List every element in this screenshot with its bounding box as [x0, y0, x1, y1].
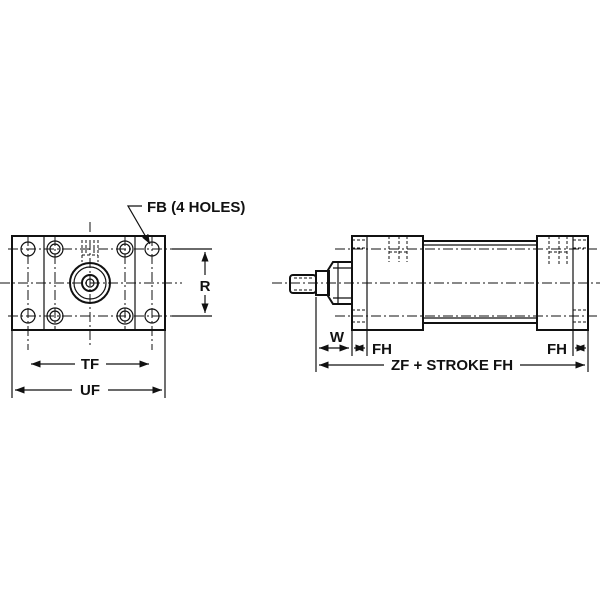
cylinder-tube: [423, 240, 537, 324]
dim-r: R: [200, 278, 211, 295]
dim-fh-rear: FH: [547, 341, 567, 358]
dim-tf: TF: [81, 356, 99, 373]
dim-uf: UF: [80, 382, 100, 399]
rear-cap: [536, 235, 589, 331]
rod-boss: [69, 262, 111, 304]
dim-fh-front: FH: [372, 341, 392, 358]
dim-w: W: [330, 329, 345, 346]
flange-plate: [11, 235, 166, 331]
end-view: R TF UF FB (4 HOLES): [0, 199, 245, 399]
rod-thread: [289, 274, 317, 294]
front-cap: [351, 235, 424, 331]
dim-zf-stroke: ZF + STROKE FH: [391, 357, 513, 374]
side-view: W FH FH ZF + STROKE FH: [272, 235, 600, 374]
dim-fb: FB (4 HOLES): [147, 199, 245, 216]
